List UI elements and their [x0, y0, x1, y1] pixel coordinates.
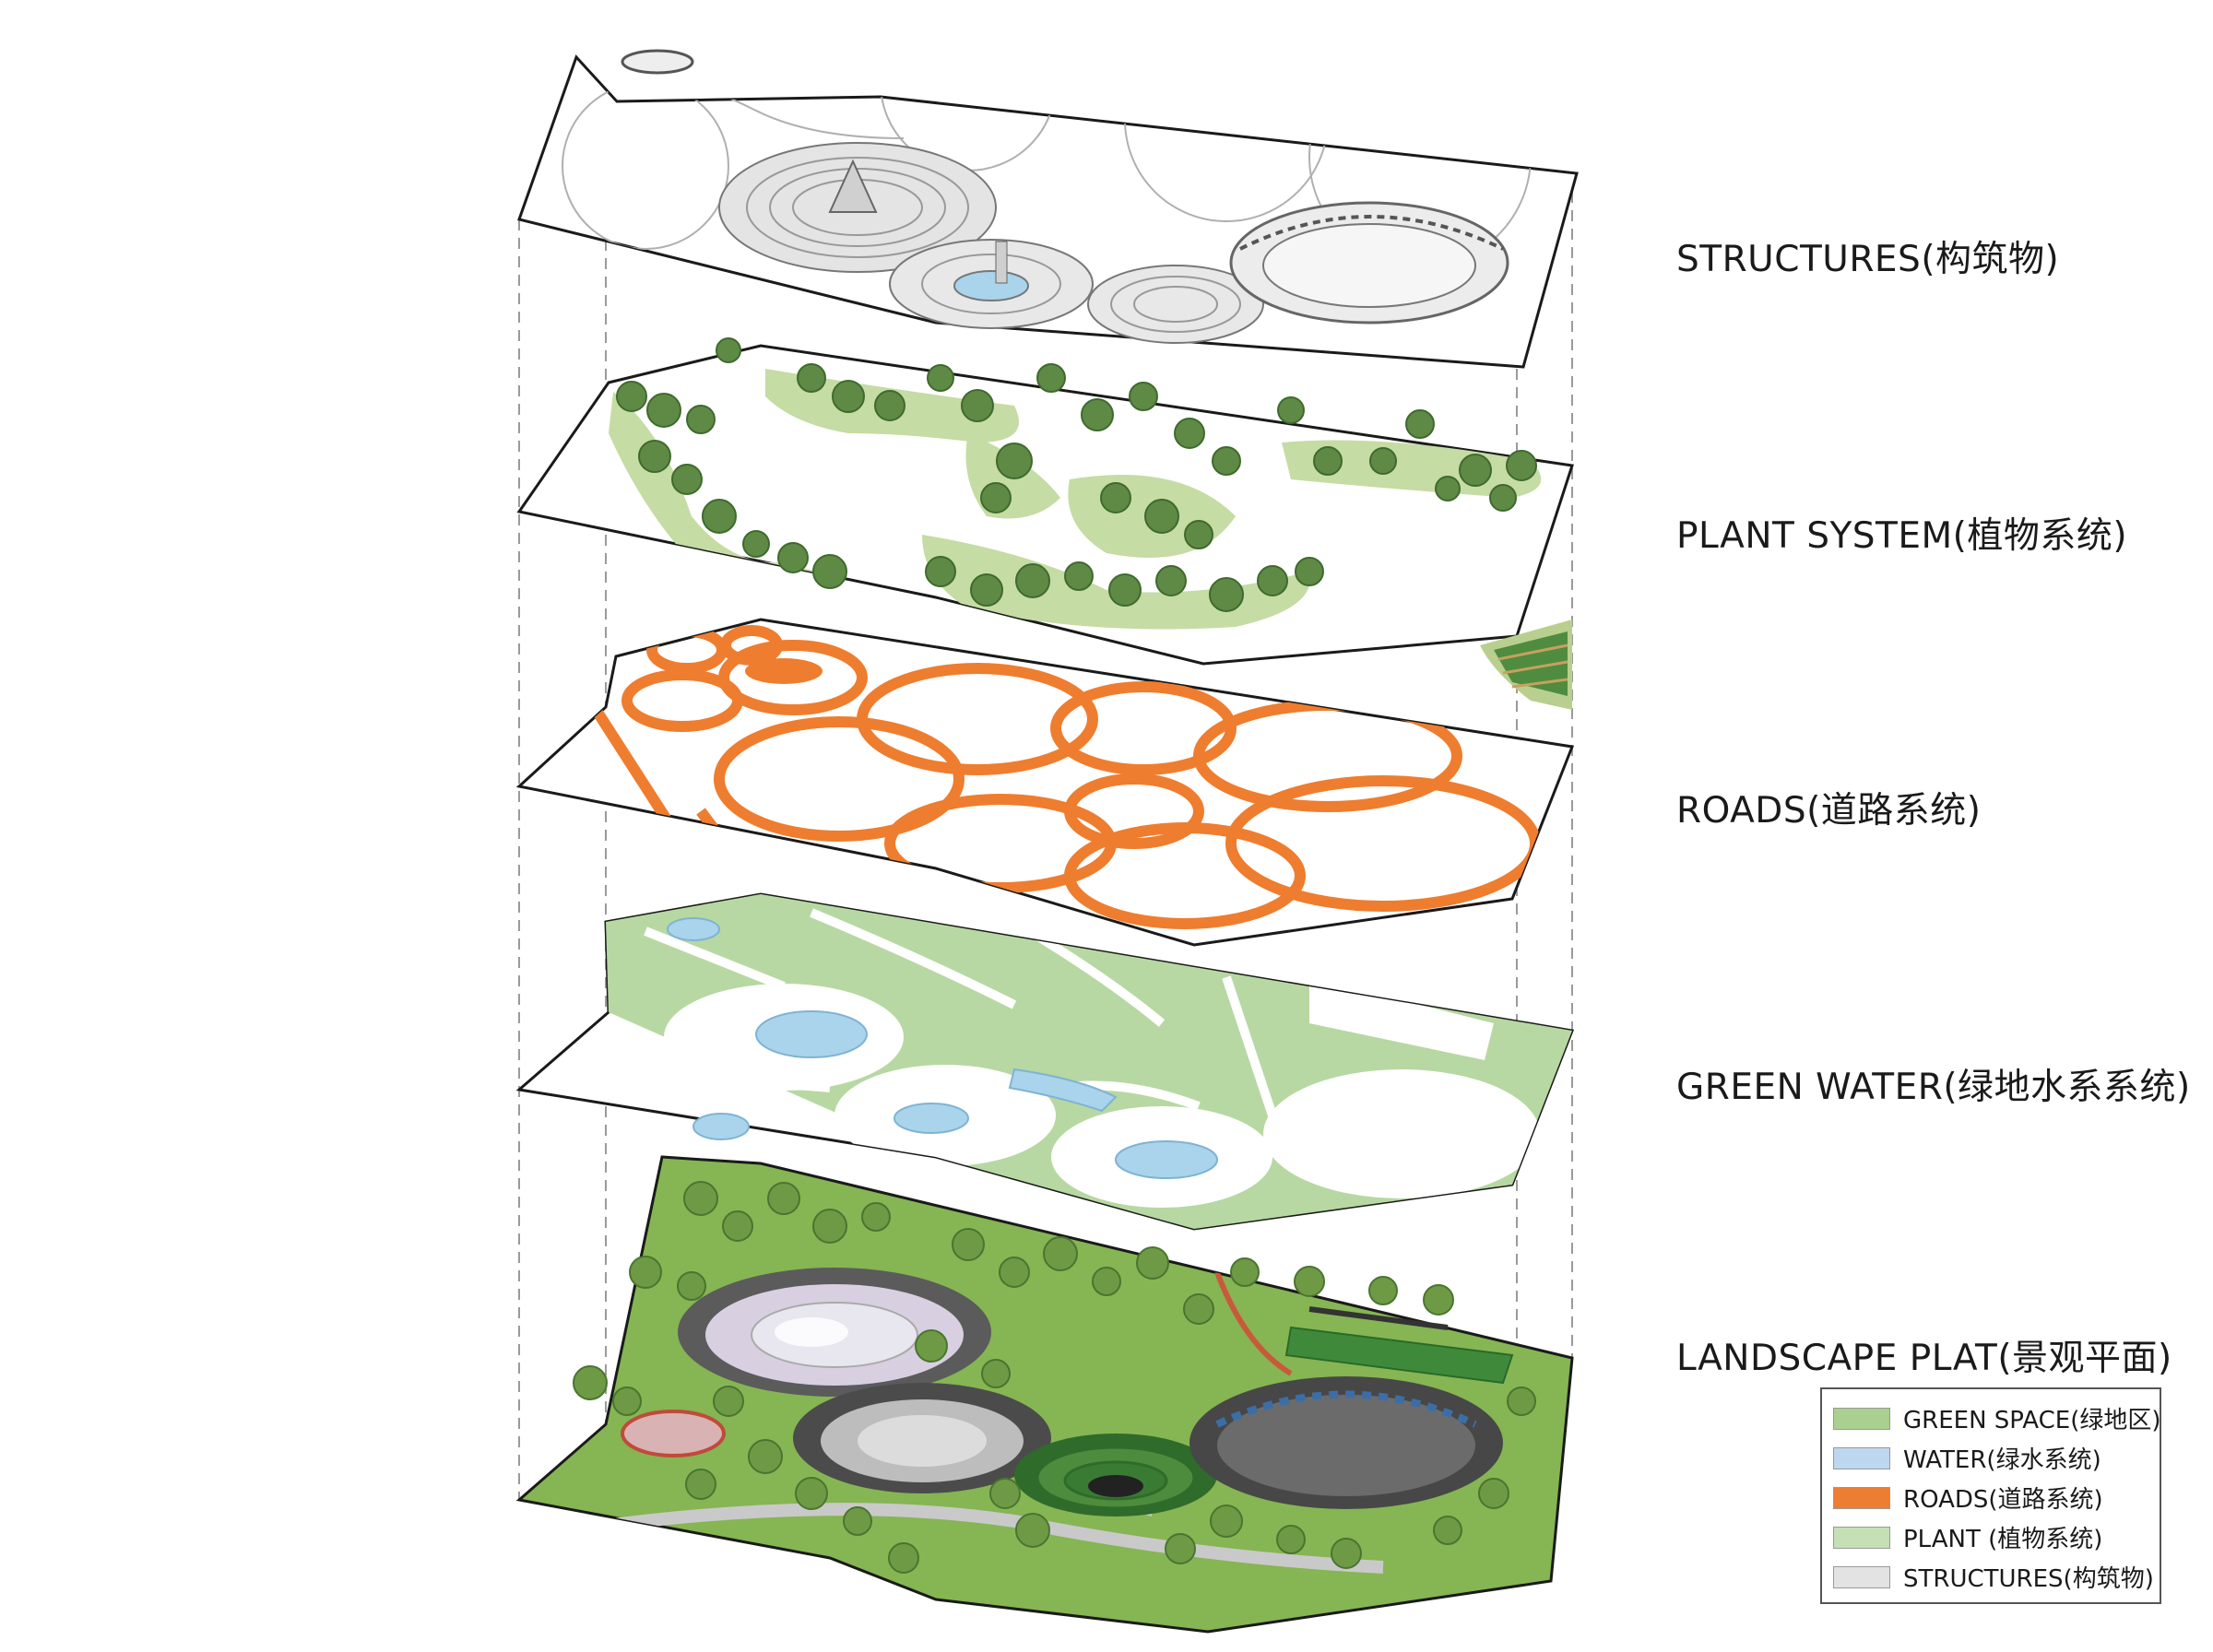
legend-label: PLANT (植物系统): [1903, 1526, 2103, 1553]
layer-label-structures: STRUCTURES(构筑物): [1676, 239, 2060, 280]
structures-layer: [517, 49, 1579, 369]
structure-stadium: [1229, 201, 1509, 324]
landscape-plaza-medium: [793, 1383, 1051, 1493]
landscape-plaza-large: [678, 1268, 991, 1397]
water-bodies: [667, 917, 1218, 1179]
structure-amphitheater: [1087, 265, 1264, 344]
legend-label: GREEN SPACE(绿地区): [1903, 1407, 2161, 1434]
legend: GREEN SPACE(绿地区) WATER(绿水系统) ROADS(道路系统)…: [1820, 1387, 2161, 1604]
landscape-sunken-lawn: [1014, 1434, 1217, 1516]
structure-large-circle: [718, 142, 997, 273]
roads-layer: [515, 618, 1575, 947]
legend-swatch: [1833, 1486, 1890, 1509]
plant-layer: [516, 337, 1574, 666]
landscape-small-plaza: [621, 1410, 726, 1457]
layer-label-landscape-plat: LANDSCAPE PLAT(景观平面): [1676, 1338, 2172, 1379]
legend-item-roads: ROADS(道路系统): [1833, 1478, 2160, 1517]
legend-item-plant: PLANT (植物系统): [1833, 1517, 2160, 1557]
layer-label-roads: ROADS(道路系统): [1676, 790, 1982, 832]
green-water-layer: [515, 892, 1575, 1231]
road-plaza: [745, 658, 822, 684]
layer-label-green-water: GREEN WATER(绿地水系系统): [1676, 1067, 2191, 1108]
legend-swatch: [1833, 1565, 1890, 1588]
legend-item-green-space: GREEN SPACE(绿地区): [1833, 1398, 2161, 1438]
legend-label: WATER(绿水系统): [1903, 1446, 2101, 1474]
legend-item-structures: STRUCTURES(构筑物): [1833, 1557, 2160, 1597]
landscape-layer: [515, 1155, 1574, 1634]
layer-label-plant-system: PLANT SYSTEM(植物系统): [1676, 515, 2128, 557]
context-field-thumbnail: [1480, 620, 1572, 710]
legend-swatch: [1833, 1446, 1890, 1469]
legend-swatch: [1833, 1407, 1890, 1430]
legend-label: ROADS(道路系统): [1903, 1486, 2103, 1514]
structure-lookout-ring: [621, 49, 694, 75]
structure-fountain-circle: [889, 239, 1094, 329]
legend-item-water: WATER(绿水系统): [1833, 1438, 2160, 1478]
legend-swatch: [1833, 1526, 1890, 1549]
legend-label: STRUCTURES(构筑物): [1903, 1565, 2154, 1593]
tree-clusters: [616, 337, 1537, 612]
landscape-stadium: [1189, 1376, 1503, 1509]
landscape-sports-fields: [1284, 1306, 1514, 1385]
landscape-trees: [573, 1181, 1536, 1574]
